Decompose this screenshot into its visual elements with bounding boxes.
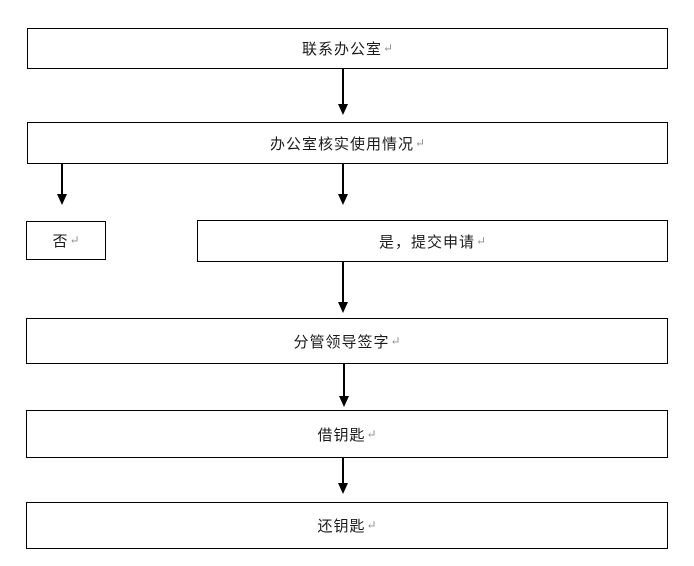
arrow-sign-to-borrow-stem (343, 364, 345, 396)
arrow-borrow-to-return-head (338, 483, 348, 494)
arrow-yes-to-sign-stem (342, 262, 344, 302)
flow-node-contact-office: 联系办公室↵ (27, 28, 668, 69)
flow-node-no: 否↵ (26, 221, 106, 260)
paragraph-return-mark: ↵ (382, 41, 394, 55)
flow-node-label: 办公室核实使用情况 (269, 136, 414, 153)
flow-node-label: 还钥匙 (317, 519, 366, 535)
flow-node-label: 分管领导签字 (293, 334, 390, 351)
paragraph-return-mark: ↵ (366, 426, 377, 441)
paragraph-return-mark: ↵ (390, 333, 401, 348)
arrow-verify-to-no-stem (61, 164, 63, 194)
paragraph-return-mark: ↵ (475, 233, 487, 248)
flow-node-return-key: 还钥匙↵ (26, 502, 668, 549)
arrow-sign-to-borrow-head (339, 396, 349, 407)
paragraph-return-mark: ↵ (366, 518, 377, 532)
flow-node-borrow-key: 借钥匙↵ (26, 410, 668, 458)
flow-node-yes-submit: 是，提交申请↵ (197, 220, 668, 262)
flow-node-label: 联系办公室 (301, 42, 382, 58)
flow-node-label: 借钥匙 (317, 427, 366, 444)
arrow-yes-to-sign-head (338, 302, 348, 313)
arrow-borrow-to-return-stem (342, 458, 344, 483)
paragraph-return-mark: ↵ (69, 233, 80, 247)
flow-node-verify-usage: 办公室核实使用情况↵ (27, 122, 668, 164)
arrow-contact-to-verify-stem (342, 69, 344, 104)
arrow-verify-to-no-head (57, 194, 67, 205)
arrow-verify-to-yes-stem (342, 164, 344, 194)
flow-node-label: 否 (52, 234, 69, 250)
paragraph-return-mark: ↵ (414, 135, 426, 150)
arrow-contact-to-verify-head (338, 104, 348, 115)
flow-node-label: 是，提交申请 (378, 234, 475, 251)
flow-node-leader-sign: 分管领导签字↵ (26, 318, 668, 364)
arrow-verify-to-yes-head (338, 194, 348, 205)
